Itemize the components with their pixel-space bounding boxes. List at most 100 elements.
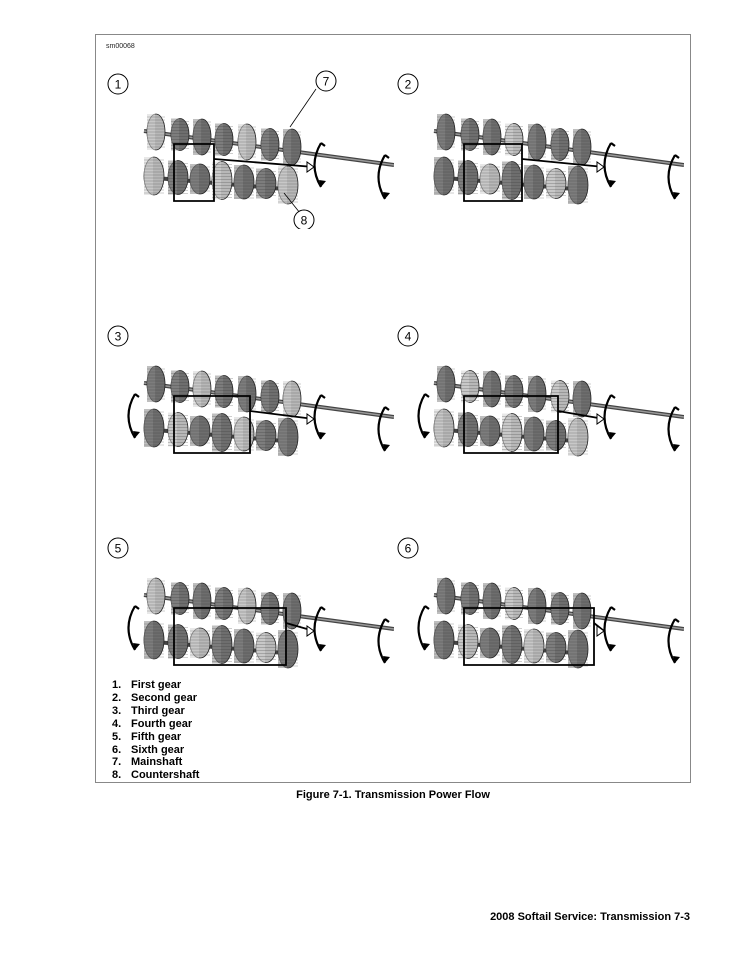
panel-number: 6: [405, 542, 412, 556]
gear: [433, 156, 455, 196]
gear: [189, 163, 211, 195]
gear-diagram-4: 4: [394, 321, 684, 481]
gear: [504, 375, 524, 408]
rotation-arrow-icon: [377, 618, 390, 664]
gear: [460, 582, 480, 615]
rotation-arrow-icon: [603, 142, 616, 188]
panel-number-badge: 5: [107, 537, 129, 559]
rotation-arrow-icon: [603, 394, 616, 440]
panel-number: 2: [405, 78, 412, 92]
rotation-arrow-icon: [417, 393, 430, 439]
legend-item: 6.Sixth gear: [112, 743, 185, 756]
gear: [233, 416, 255, 452]
transmission-illustration: 3: [107, 325, 394, 457]
callout-label: 8: [301, 214, 308, 228]
legend-item: 4.Fourth gear: [112, 717, 193, 730]
gear: [170, 118, 190, 151]
legend-item: 7.Mainshaft: [112, 756, 183, 769]
page-footer: 2008 Softail Service: Transmission 7-3: [490, 911, 690, 923]
gear: [460, 370, 480, 403]
gear: [479, 163, 501, 195]
gear: [527, 123, 547, 161]
transmission-illustration: 6: [397, 537, 684, 669]
transmission-illustration: 5: [107, 537, 394, 669]
gear: [211, 625, 233, 664]
transmission-illustration: 2: [397, 73, 684, 205]
panel-number: 1: [115, 78, 122, 92]
gear: [146, 365, 166, 403]
gear: [457, 412, 479, 447]
gear: [572, 592, 592, 630]
rotation-arrow-icon: [603, 606, 616, 652]
panel-number-badge: 1: [107, 73, 129, 95]
transmission-illustration: 1 7 8: [107, 70, 394, 229]
gear: [237, 587, 257, 625]
gear: [255, 420, 277, 451]
gear: [214, 123, 234, 156]
gear: [211, 161, 233, 200]
gear: [255, 168, 277, 199]
callout-badge: 8: [283, 192, 315, 229]
gear: [214, 587, 234, 620]
panel-number-badge: 6: [397, 537, 419, 559]
gear: [282, 128, 302, 166]
gear: [567, 165, 589, 205]
gear: [233, 164, 255, 200]
callout-label: 7: [323, 75, 330, 89]
gear: [214, 375, 234, 408]
gear: [143, 620, 165, 660]
gear: [567, 629, 589, 669]
rotation-arrow-icon: [417, 605, 430, 651]
rotation-arrow-icon: [667, 406, 680, 452]
gear: [523, 628, 545, 664]
gear: [277, 165, 299, 205]
panel-number: 5: [115, 542, 122, 556]
gear: [237, 375, 257, 413]
gear: [482, 118, 502, 156]
gear: [572, 128, 592, 166]
gear-diagram-6: 6: [394, 533, 684, 693]
gear: [192, 118, 212, 156]
gear: [255, 632, 277, 663]
gear: [567, 417, 589, 457]
gear: [545, 632, 567, 663]
gear: [436, 577, 456, 615]
transmission-illustration: 4: [397, 325, 684, 457]
rotation-arrow-icon: [377, 406, 390, 452]
gear: [504, 123, 524, 156]
gear: [545, 420, 567, 451]
legend-item: 3.Third gear: [112, 704, 185, 717]
gear: [572, 380, 592, 418]
gear: [233, 628, 255, 664]
gear: [523, 164, 545, 200]
panel-number: 4: [405, 330, 412, 344]
gear: [143, 408, 165, 448]
gear: [460, 118, 480, 151]
gear: [479, 627, 501, 659]
gear: [523, 416, 545, 452]
gear: [433, 408, 455, 448]
gear: [192, 370, 212, 408]
gear: [457, 160, 479, 195]
gear-diagram-1: 1 7 8: [104, 69, 394, 229]
gear-diagram-5: 5: [104, 533, 394, 693]
gear: [260, 380, 280, 413]
gear: [436, 365, 456, 403]
gear: [277, 629, 299, 669]
rotation-arrow-icon: [667, 154, 680, 200]
panel-number-badge: 3: [107, 325, 129, 347]
figure-caption: Figure 7-1. Transmission Power Flow: [296, 789, 490, 801]
legend-list: 1.First gear 2.Second gear 3.Third gear …: [112, 679, 199, 782]
gear: [146, 113, 166, 151]
gear: [167, 412, 189, 447]
panel-number: 3: [115, 330, 122, 344]
gear: [170, 370, 190, 403]
gear: [277, 417, 299, 457]
gear: [482, 370, 502, 408]
gear: [482, 582, 502, 620]
legend-item: 5.Fifth gear: [112, 730, 182, 743]
callout-badge: 7: [289, 70, 337, 128]
gear-diagram-3: 3: [104, 321, 394, 481]
rotation-arrow-icon: [313, 606, 326, 652]
gear: [167, 160, 189, 195]
